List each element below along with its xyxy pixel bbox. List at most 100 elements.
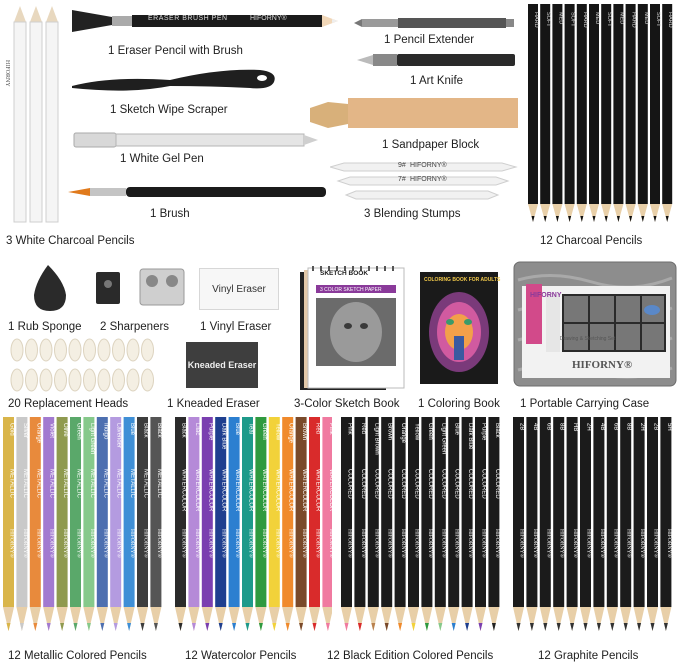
replacement-head [10,368,24,392]
black-edition-color-label: Purple [481,423,487,441]
watercolor-series-word: WATERCOLOR [288,469,294,512]
charcoal-pencil: HARD [576,4,588,222]
black-edition-color-label: Green [427,423,433,440]
case-brand: HIFORNY® [572,359,633,371]
black-edition-series-word: COLORED [427,469,433,499]
graphite-brand: HIFORNY® [586,529,593,558]
replacement-head [10,338,24,362]
replacement-head [141,368,154,392]
kneaded-eraser-text: Kneaded Eraser [187,360,257,370]
charcoal-pencil: MED [637,4,649,222]
graphite-brand: HIFORNY® [666,529,673,558]
white-charcoal-pencils [10,4,62,226]
graphite-color-label: 2H [639,423,645,431]
label-charcoal-pencils: 12 Charcoal Pencils [540,235,643,247]
black-edition-series-word: COLORED [360,469,366,499]
black-edition-color-label: Pink [347,423,353,436]
watercolor-series-word: WATERCOLOR [248,469,254,512]
watercolor-color-label: Orange [288,423,294,444]
label-wipe-scraper: 1 Sketch Wipe Scraper [110,104,228,116]
sharpener-small [94,270,122,306]
watercolor-color-label: Teal [248,423,254,434]
metallic-brand: HIFORNY® [156,529,163,558]
label-white-gel-pen: 1 White Gel Pen [120,153,204,165]
stump-7-text: 7# [398,176,406,183]
eraser-pen-brand-text-2: HIFORNY® [250,15,287,22]
graphite-brand: HIFORNY® [519,529,526,558]
metallic-brand: HIFORNY® [76,529,83,558]
watercolor-brand: HIFORNY® [288,529,295,558]
label-metallic: 12 Metallic Colored Pencils [8,650,147,662]
watercolor-brand: HIFORNY® [181,529,188,558]
watercolor-brand: HIFORNY® [315,529,322,558]
eraser-pencil-with-brush [72,8,340,34]
replacement-head [68,368,82,392]
graphite-color-label: 4B [532,423,538,430]
label-art-knife: 1 Art Knife [410,75,464,87]
watercolor-color-label: Brown [301,423,307,440]
replacement-head [54,338,67,362]
charcoal-grade-label: HARD [533,12,539,28]
paint-brush [68,184,334,200]
black-edition-color-label: Yellow [414,423,420,441]
charcoal-grade-label: HARD [582,12,588,28]
metallic-color-label: Violet [49,423,55,438]
black-edition-color-label: Black [494,423,500,439]
watercolor-color-label: Green [261,423,267,440]
black-edition-brand: HIFORNY® [454,529,461,558]
black-edition-series-word: COLORED [347,469,353,499]
watercolor-brand: HIFORNY® [301,529,308,558]
metallic-color-label: Indigo [102,423,108,440]
graphite-brand: HIFORNY® [639,529,646,558]
label-blending-stumps: 3 Blending Stumps [364,208,461,220]
watercolor-series-word: WATERCOLOR [181,469,187,512]
black-edition-brand: HIFORNY® [481,529,488,558]
stump-brand-1: HIFORNY® [410,162,447,169]
metallic-color-label: Olive [62,423,68,437]
charcoal-grade-label: MED [643,12,649,24]
charcoal-pencil: MED [613,4,624,222]
replacement-head [54,368,67,392]
black-edition-brand: HIFORNY® [414,529,421,558]
black-edition-brand: HIFORNY® [387,529,394,558]
label-replacement-heads: 20 Replacement Heads [8,398,129,410]
watercolor-color-label: Lilac [194,423,200,435]
charcoal-grade-label: SOFT [606,12,612,27]
metallic-brand: HIFORNY® [22,529,29,558]
black-edition-series-word: COLORED [400,469,406,499]
charcoal-grade-label: MED [618,12,624,24]
black-edition-brand: HIFORNY® [467,529,474,558]
black-edition-color-label: Dark Blue [467,423,473,450]
watercolor-brand: HIFORNY® [194,529,201,558]
watercolor-color-label: Blue [234,423,240,436]
metallic-color-label: Orange [35,423,41,444]
metallic-series-word: METALLIC [102,469,108,499]
charcoal-grade-label: MED [594,12,600,24]
replacement-head [68,338,82,362]
black-edition-brand: HIFORNY® [440,529,447,558]
coloring-book-title: COLORING BOOK FOR ADULTS [424,277,501,283]
metallic-brand: HIFORNY® [49,529,56,558]
metallic-color-label: Lavender [116,423,122,448]
